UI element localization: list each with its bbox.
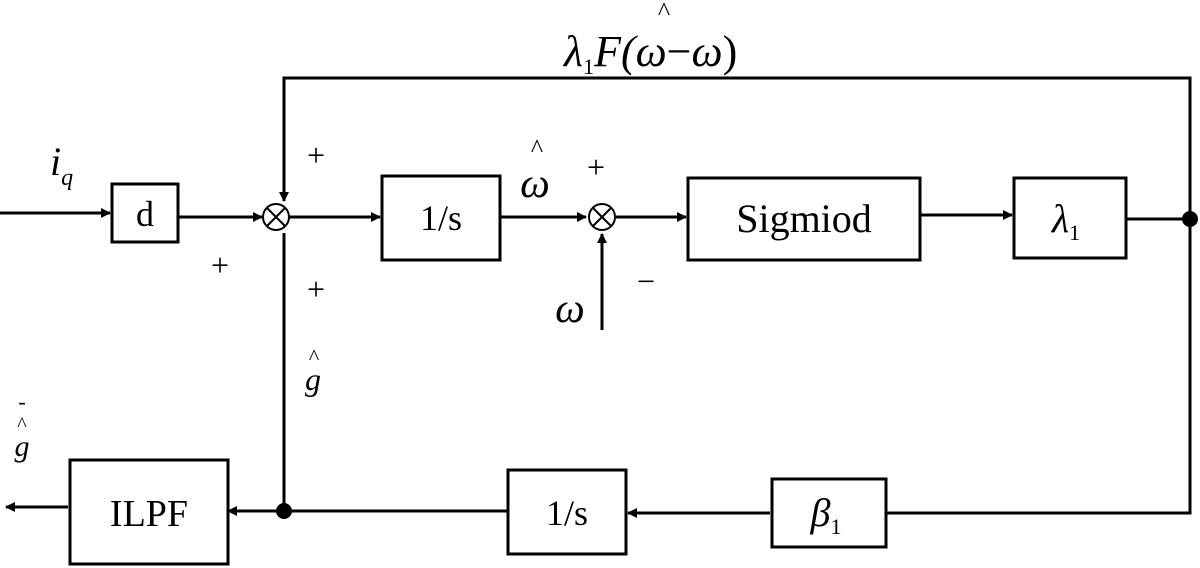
integrator-bottom-block xyxy=(506,468,628,556)
feedback-lambda-sub: 1 xyxy=(583,54,594,79)
sum2-sign-top: + xyxy=(587,149,605,185)
sum1-sign-bottom: + xyxy=(307,271,325,307)
junction-node-right xyxy=(1182,211,1198,227)
lambda-block-label: λ1 xyxy=(1051,196,1080,245)
integrator-top-block xyxy=(380,174,502,262)
omega-input-label: ω xyxy=(555,286,585,332)
g-bar-hat-mark: ^ xyxy=(17,414,27,436)
g-bar-hat-label: g xyxy=(15,430,30,463)
feedback-minus: − xyxy=(667,27,692,76)
g-hat-label: g xyxy=(305,361,321,397)
beta-block-label: β1 xyxy=(810,490,842,539)
summing-junction-1 xyxy=(262,203,290,231)
input-iq-label: iq xyxy=(50,139,73,191)
summing-junction-2 xyxy=(588,203,616,231)
sigmoid-block xyxy=(686,176,922,262)
feedback-omega: ω xyxy=(692,27,723,76)
integrator-bottom-label: 1/s xyxy=(546,493,588,533)
sigmoid-block-label: Sigmiod xyxy=(736,196,872,241)
lambda-block xyxy=(1012,176,1128,260)
feedback-lambda: λ xyxy=(562,27,583,76)
omega-hat-label: ω xyxy=(520,161,550,207)
integrator-top-label: 1/s xyxy=(420,198,462,238)
sum2-sign-bottom: − xyxy=(637,263,655,299)
feedback-close: ) xyxy=(723,27,738,76)
feedback-label: λ1F(ω−ω) xyxy=(562,27,737,79)
g-hat-mark: ^ xyxy=(309,344,320,369)
sum1-sign-left: + xyxy=(211,247,229,283)
wire-bottom-feedback xyxy=(886,219,1192,515)
beta-block xyxy=(770,477,888,549)
sum1-sign-top: + xyxy=(307,137,325,173)
ilpf-block-label: ILPF xyxy=(110,493,188,535)
d-block xyxy=(110,182,180,244)
feedback-func: F( xyxy=(593,27,638,76)
g-bar-mark: - xyxy=(18,389,25,414)
omega-hat-mark: ^ xyxy=(531,134,543,163)
feedback-omega-hat: ω xyxy=(636,27,667,76)
feedback-hat-mark: ^ xyxy=(658,0,670,26)
junction-node-bottom xyxy=(276,503,292,519)
ilpf-block xyxy=(68,458,230,566)
d-block-label: d xyxy=(136,194,154,234)
wire-top-feedback xyxy=(279,76,1192,219)
